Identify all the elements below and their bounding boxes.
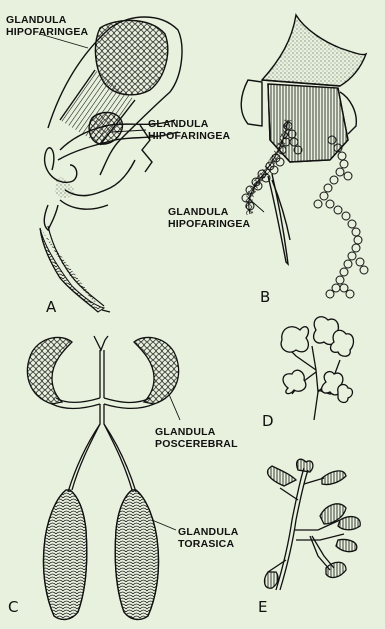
label-line: GLANDULA: [155, 426, 238, 438]
panel-letter-c: C: [8, 598, 18, 616]
label-c-thoracic: GLANDULA TORASICA: [178, 526, 239, 550]
label-line: TORASICA: [178, 538, 239, 550]
panel-letter-d: D: [262, 412, 274, 430]
panel-e-drawing: [265, 459, 361, 590]
label-line: HIPOFARINGEA: [6, 26, 88, 38]
panel-letter-e: E: [258, 598, 267, 616]
label-a-hypopharyngeal-top: GLANDULA HIPOFARINGEA: [6, 14, 88, 38]
label-b-hypopharyngeal: GLANDULA HIPOFARINGEA: [168, 206, 250, 230]
panel-letter-a: A: [46, 298, 56, 316]
panel-a-drawing: [40, 17, 182, 312]
panel-b-drawing: [241, 15, 368, 298]
label-line: HIPOFARINGEA: [148, 130, 230, 142]
label-line: GLANDULA: [148, 118, 230, 130]
label-c-postcerebral: GLANDULA POSCEREBRAL: [155, 426, 238, 450]
label-line: POSCEREBRAL: [155, 438, 238, 450]
panel-d-drawing: [281, 317, 353, 420]
label-line: GLANDULA: [6, 14, 88, 26]
panel-c-drawing: [27, 336, 180, 619]
label-line: GLANDULA: [178, 526, 239, 538]
label-line: GLANDULA: [168, 206, 250, 218]
label-a-hypopharyngeal-mid: GLANDULA HIPOFARINGEA: [148, 118, 230, 142]
label-line: HIPOFARINGEA: [168, 218, 250, 230]
panel-letter-b: B: [260, 288, 270, 306]
